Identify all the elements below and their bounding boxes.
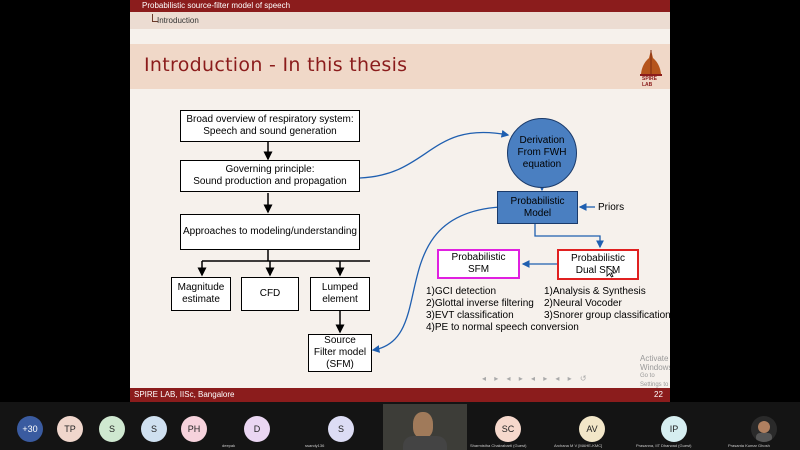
participant-tile[interactable]: TP	[57, 402, 87, 450]
lumped-element-box: Lumped element	[310, 277, 370, 311]
probabilistic-model-box: Probabilistic Model	[497, 191, 578, 224]
footer-lab-name: SPIRE LAB, IISc, Bangalore	[134, 390, 235, 399]
participant-name: Prasanna, IIT Dharwad (Guest)	[636, 443, 692, 448]
respiratory-overview-box: Broad overview of respiratory system: Sp…	[180, 110, 360, 142]
participant-name: Sharmistha Chakrabarti (Guest)	[470, 443, 527, 448]
avatar: S	[141, 416, 167, 442]
avatar: IP	[661, 416, 687, 442]
participant-tile[interactable]: S ssandy136	[303, 402, 383, 450]
probabilistic-sfm-box: Probabilistic SFM	[437, 249, 520, 279]
logo-text: SPIRE LAB	[642, 76, 658, 88]
list-item: 4)PE to normal speech conversion	[426, 322, 579, 333]
avatar: S	[99, 416, 125, 442]
list-item: 3)Snorer group classification	[544, 310, 670, 321]
slide-header-title: Probabilistic source-filter model of spe…	[142, 1, 291, 10]
participant-video-feed[interactable]	[383, 404, 467, 450]
slide-section-label: Introduction	[157, 16, 199, 25]
participant-tile[interactable]: AV Archana M V [MAHE-KMC]	[550, 402, 632, 450]
beamer-navigation-controls[interactable]: ◂ ▸ ◂ ▸ ◂ ▸ ◂ ▸ ↺	[482, 374, 590, 383]
participant-tile[interactable]: SC Sharmistha Chakrabarti (Guest)	[468, 402, 550, 450]
fwh-derivation-node: Derivation From FWH equation	[507, 118, 577, 188]
list-item: 2)Glottal inverse filtering	[426, 298, 534, 309]
avatar: PH	[181, 416, 207, 442]
avatar: TP	[57, 416, 83, 442]
avatar	[751, 416, 777, 442]
slide-header-bar: Probabilistic source-filter model of spe…	[130, 0, 670, 12]
more-participants-avatar[interactable]: +30	[17, 416, 43, 442]
watermark-title: Activate Windows	[640, 354, 670, 372]
user-photo-icon	[756, 421, 772, 442]
avatar: D	[244, 416, 270, 442]
participant-tile[interactable]: IP Prasanna, IIT Dharwad (Guest)	[632, 402, 716, 450]
slide-section-bar: Introduction	[130, 12, 670, 29]
participant-name: Prasanta Kumar Ghosh	[728, 443, 770, 448]
participant-tile[interactable]: Prasanta Kumar Ghosh	[716, 402, 800, 450]
video-person-body	[403, 436, 447, 450]
modeling-approaches-box: Approaches to modeling/understanding	[180, 214, 360, 250]
participant-name: Archana M V [MAHE-KMC]	[554, 443, 603, 448]
diagram-connectors	[197, 129, 604, 353]
mouse-cursor-icon	[606, 266, 616, 278]
avatar: S	[328, 416, 354, 442]
list-item: 2)Neural Vocoder	[544, 298, 622, 309]
participant-tile[interactable]: +30	[0, 402, 60, 450]
probabilistic-dual-sfm-box: Probabilistic Dual SFM	[557, 249, 639, 280]
avatar: AV	[579, 416, 605, 442]
slide-title: Introduction - In this thesis	[144, 54, 408, 76]
priors-label: Priors	[598, 202, 625, 213]
video-person-head	[413, 412, 433, 438]
participant-name: ssandy136	[305, 443, 325, 448]
slide-page-number: 22	[654, 390, 663, 399]
slide-title-bar: Introduction - In this thesis SPIRE LAB	[130, 44, 670, 89]
slide-footer: SPIRE LAB, IISc, Bangalore 22	[130, 388, 670, 402]
participant-tile[interactable]: PH	[181, 402, 211, 450]
cfd-box: CFD	[241, 277, 299, 311]
source-filter-model-box: Source Filter model (SFM)	[308, 334, 372, 372]
list-item: 1)Analysis & Synthesis	[544, 286, 646, 297]
governing-principle-box: Governing principle: Sound production an…	[180, 160, 360, 192]
magnitude-estimate-box: Magnitude estimate	[171, 277, 231, 311]
applications-list-right: 1)Analysis & Synthesis 2)Neural Vocoder …	[544, 286, 670, 322]
applications-list-left: 1)GCI detection 2)Glottal inverse filter…	[426, 286, 579, 334]
participant-tile[interactable]: S	[141, 402, 171, 450]
list-item: 3)EVT classification	[426, 310, 514, 321]
spire-lab-logo: SPIRE LAB	[638, 48, 664, 88]
list-item: 1)GCI detection	[426, 286, 497, 297]
participant-name: deepak	[222, 443, 236, 448]
participant-tile[interactable]: D deepak	[220, 402, 300, 450]
presentation-slide: Probabilistic source-filter model of spe…	[130, 0, 670, 402]
participant-tile[interactable]: S	[99, 402, 129, 450]
avatar: SC	[495, 416, 521, 442]
section-marker-icon	[152, 14, 158, 22]
